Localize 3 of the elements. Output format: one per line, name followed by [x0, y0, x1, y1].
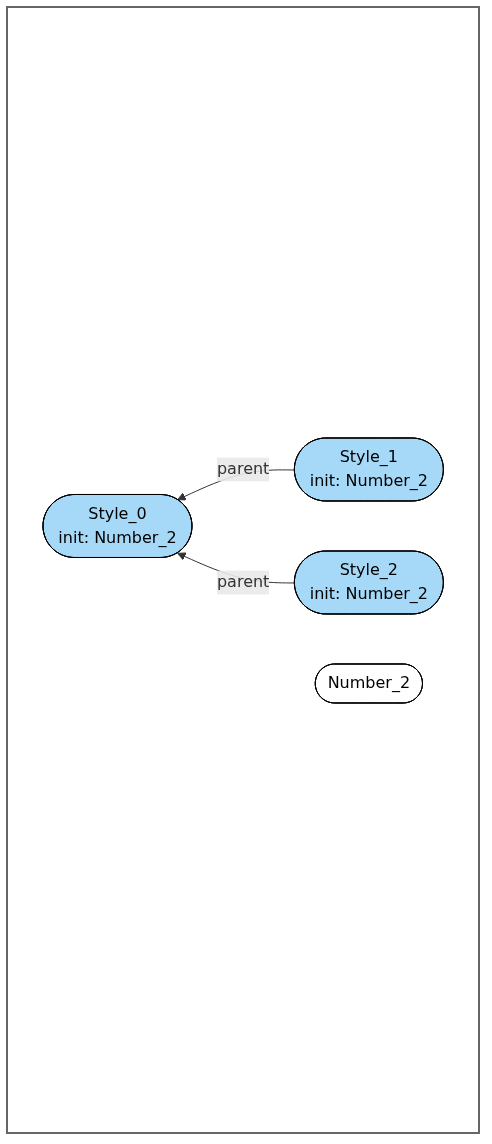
- edge-label: parent: [216, 459, 270, 478]
- edge-label: parent: [216, 571, 270, 591]
- diagram-frame: parent parent Style_1 init: Number_2 Style_0 init: Number_2 Style_2 init: Number_2 Number_2: [6, 6, 480, 1134]
